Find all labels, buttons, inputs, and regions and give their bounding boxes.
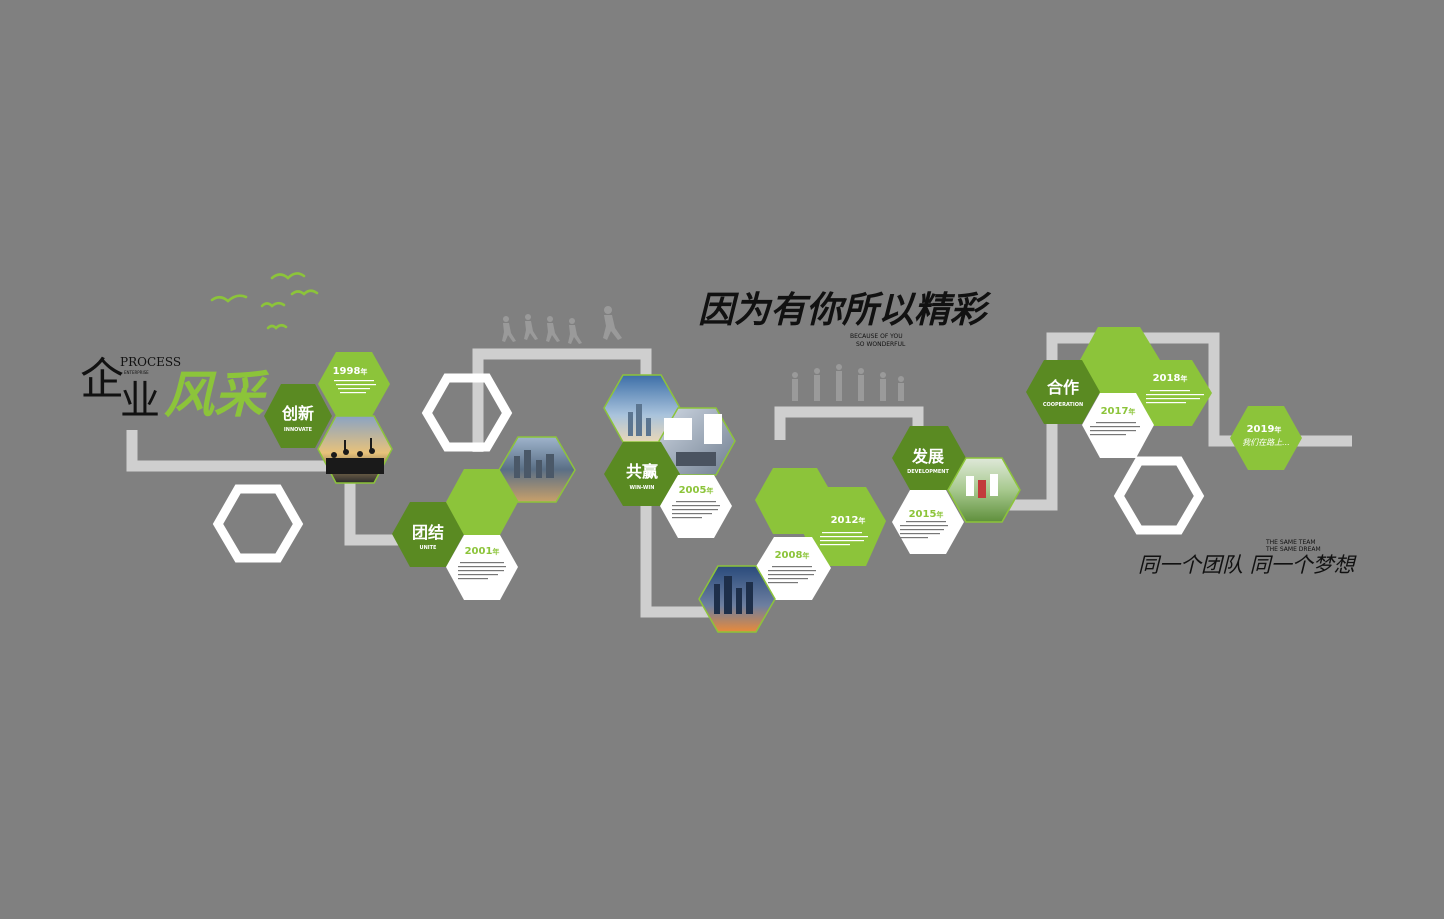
value-cn: 合作 — [1047, 378, 1079, 397]
night-city-photo — [714, 576, 753, 614]
year-label: 2015年 — [909, 509, 944, 520]
value-cn: 创新 — [281, 404, 314, 423]
slogan-en-1: BECAUSE OF YOU — [850, 333, 903, 340]
year-label: 2005年 — [679, 485, 714, 496]
year-label: 1998年 — [333, 366, 368, 377]
accent-hexagon — [1080, 327, 1160, 394]
value-en: INNOVATE — [284, 427, 313, 433]
slogan2-en-1: THE SAME TEAM — [1265, 539, 1316, 546]
year-hexagon — [1230, 406, 1302, 470]
skyline-photo — [628, 404, 651, 436]
value-en: UNITE — [420, 545, 438, 551]
year-label: 2001年 — [465, 546, 500, 557]
value-hexagon — [892, 426, 966, 490]
hexagon-outlines — [212, 373, 1205, 563]
year-description — [900, 521, 948, 539]
value-en: WIN-WIN — [630, 485, 655, 491]
value-en: DEVELOPMENT — [907, 469, 949, 475]
slogan-en-2: SO WONDERFUL — [856, 341, 906, 348]
cluster-unite: 团结 UNITE 2001年 — [392, 436, 576, 600]
year-description — [768, 566, 816, 584]
slogan2-main: 同一个团队 同一个梦想 — [1138, 553, 1358, 577]
outline-hexagon — [212, 484, 304, 563]
year-description — [1090, 422, 1140, 436]
year-description — [458, 562, 506, 580]
year-hexagon — [446, 535, 518, 600]
value-en: COOPERATION — [1043, 402, 1083, 408]
workspace-photo — [664, 414, 722, 466]
year-description — [820, 532, 868, 546]
title-script: 风采 — [164, 366, 270, 424]
slogan-bottom: THE SAME TEAM THE SAME DREAM 同一个团队 同一个梦想 — [1138, 539, 1358, 577]
bird-icon — [270, 272, 306, 280]
value-cn: 发展 — [911, 447, 945, 466]
value-hexagon — [1026, 360, 1100, 424]
year-description — [672, 501, 720, 519]
year-label: 2017年 — [1101, 406, 1136, 417]
value-cn: 共赢 — [626, 462, 658, 481]
year-hexagon — [1082, 393, 1154, 458]
year-hexagon — [1132, 360, 1212, 426]
value-cn: 团结 — [412, 523, 444, 542]
year-hexagon — [660, 475, 732, 538]
accent-hexagon — [446, 469, 518, 535]
year-note: 我们在路上... — [1242, 438, 1290, 447]
bird-icon — [290, 289, 319, 296]
outline-hexagon — [421, 373, 513, 452]
cluster-2008-2012: 2012年 2008年 — [698, 468, 886, 633]
year-label: 2008年 — [775, 550, 810, 561]
runners-silhouette — [502, 306, 622, 344]
cluster-innovate: 创新 INNOVATE 1998年 — [264, 352, 393, 484]
crowd-photo — [326, 438, 384, 474]
year-description — [334, 380, 376, 394]
title-char-1: 企 — [80, 354, 124, 405]
value-hexagon — [604, 442, 680, 506]
bird-icon — [260, 301, 286, 308]
bird-icon — [266, 323, 288, 330]
title-char-2: 业 — [120, 378, 160, 424]
cluster-development: 发展 DEVELOPMENT 2015年 — [892, 426, 1021, 554]
year-label: 2012年 — [831, 515, 866, 526]
slogan2-en-2: THE SAME DREAM — [1265, 546, 1321, 553]
year-description — [1146, 390, 1204, 404]
team-photo — [966, 474, 998, 498]
cluster-winwin: 共赢 WIN-WIN 2005年 — [603, 374, 736, 538]
section-title: 企 业 风采 PROCESS ENTERPRISE — [80, 354, 270, 424]
crowd-silhouette — [792, 364, 904, 401]
value-hexagon — [392, 502, 464, 567]
bird-icon — [210, 294, 248, 303]
value-hexagon — [264, 384, 332, 448]
cluster-2019: 2019年 我们在路上... — [1230, 406, 1302, 470]
title-en-small: ENTERPRISE — [124, 370, 149, 375]
slogan-main: 因为有你所以精彩 — [698, 290, 992, 331]
year-hexagon — [798, 487, 886, 566]
year-label: 2018年 — [1153, 373, 1188, 384]
year-label: 2019年 — [1247, 424, 1282, 435]
title-process: PROCESS — [120, 355, 181, 369]
bird-icons — [210, 272, 319, 330]
year-hexagon — [755, 537, 831, 600]
outline-hexagon — [1113, 456, 1205, 535]
slogan-top: 因为有你所以精彩 BECAUSE OF YOU SO WONDERFUL — [698, 290, 992, 348]
cluster-cooperation: 合作 COOPERATION 2018年 2017年 — [1026, 327, 1212, 458]
city-photo — [514, 450, 554, 478]
